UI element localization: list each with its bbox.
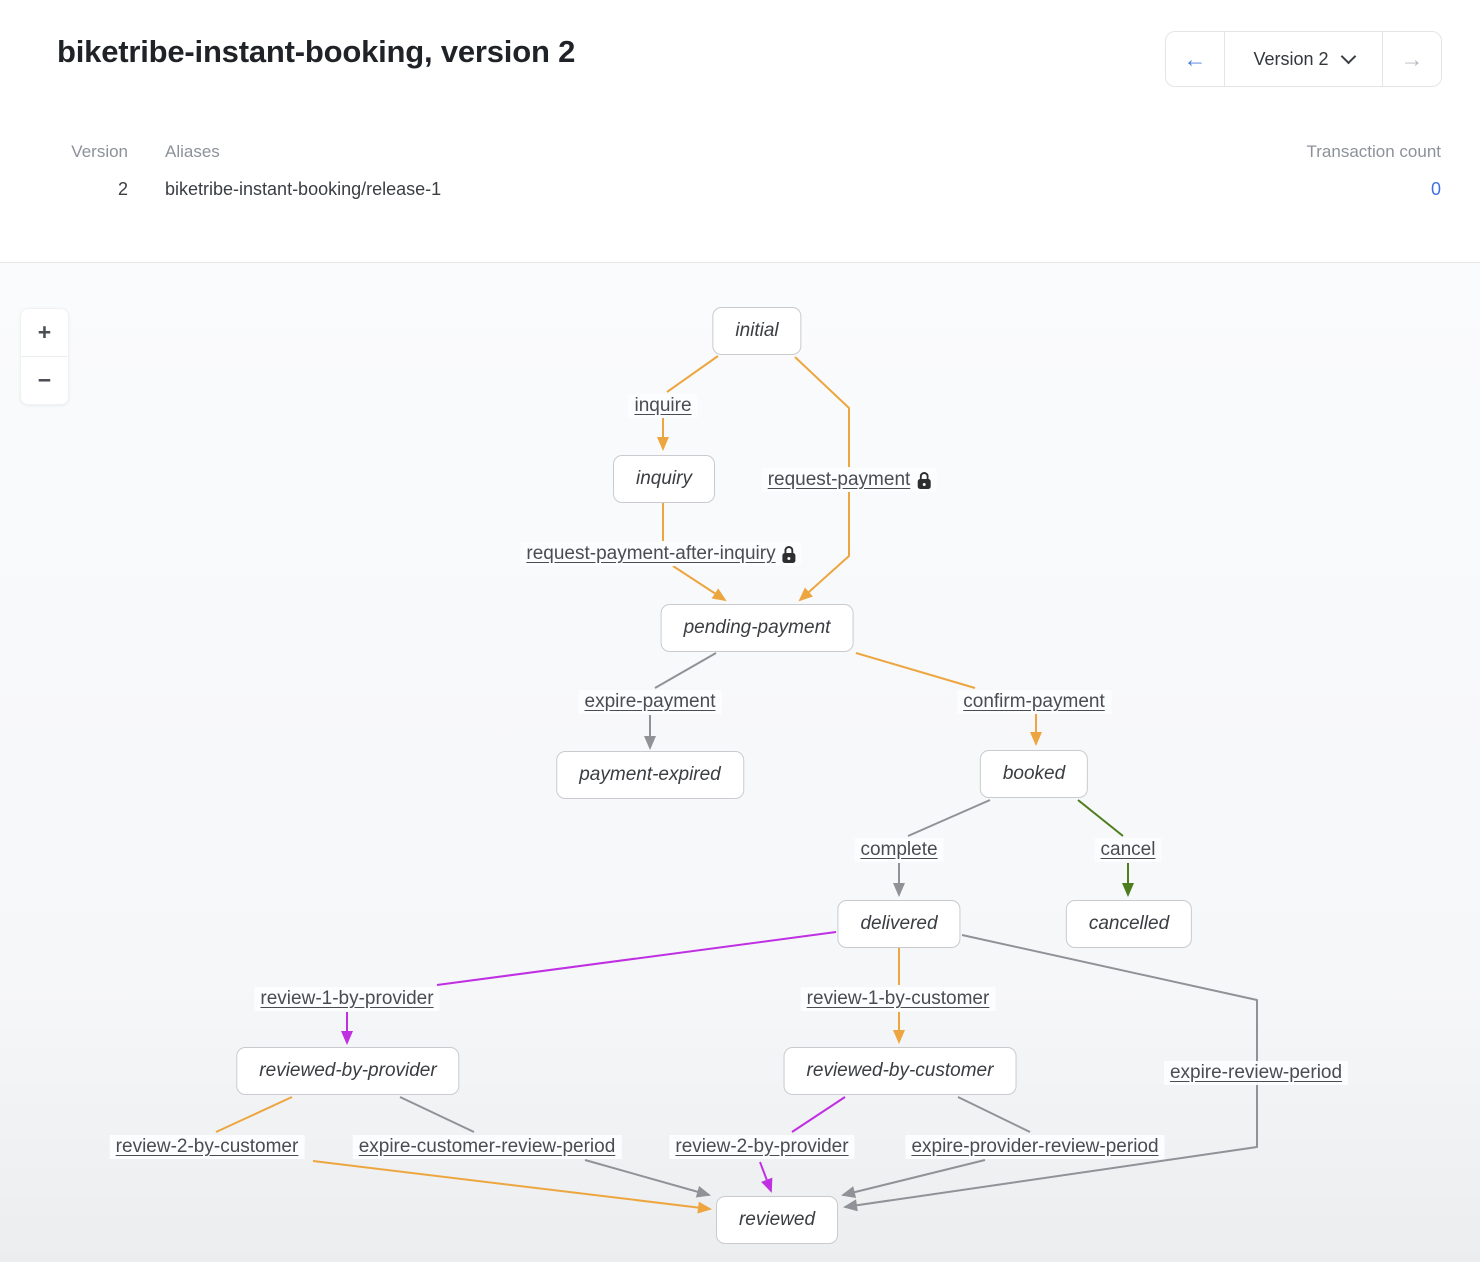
edge-initial-to-inquire [666,355,719,393]
edge-reviewed-by-provider-to-review-2-by-customer [215,1096,293,1133]
column-header-aliases: Aliases [165,142,220,161]
transition-review-1-by-provider[interactable]: review-1-by-provider [254,987,440,1011]
transition-cancel[interactable]: cancel [1094,838,1162,862]
state-reviewed-by-customer: reviewed-by-customer [783,1047,1017,1095]
edge-reviewed-by-provider-to-expire-customer-review-period [399,1096,475,1133]
version-dropdown-label: Version 2 [1253,48,1329,69]
state-inquiry: inquiry [613,455,715,503]
zoom-controls: + − [20,308,69,405]
state-reviewed-by-provider: reviewed-by-provider [236,1047,460,1095]
edge-booked-to-complete [907,799,991,837]
state-reviewed: reviewed [715,1196,839,1244]
state-booked: booked [979,750,1089,798]
edge-expire-provider-review-period-to-reviewed [841,1159,986,1198]
edge-booked-to-cancel [1077,799,1124,837]
transition-expire-payment[interactable]: expire-payment [578,690,722,714]
transaction-count-link[interactable]: 0 [1430,179,1441,199]
state-payment-expired: payment-expired [556,751,744,799]
zoom-out-button[interactable]: − [21,356,68,404]
transition-review-2-by-provider[interactable]: review-2-by-provider [669,1135,855,1159]
version-selector: ← Version 2 → [1165,31,1442,87]
transition-inquire[interactable]: inquire [628,394,698,418]
edge-expire-customer-review-period-to-reviewed [584,1159,711,1198]
lock-icon [917,471,931,489]
transition-review-1-by-customer[interactable]: review-1-by-customer [800,987,996,1011]
transition-expire-customer-review-period[interactable]: expire-customer-review-period [352,1135,622,1159]
state-delivered: delivered [837,900,961,948]
zoom-in-button[interactable]: + [21,309,68,356]
edge-initial-to-request-payment [794,356,850,467]
page-title: biketribe-instant-booking, version 2 [57,34,576,69]
state-initial: initial [712,307,802,355]
column-header-transaction-count: Transaction count [1306,142,1442,161]
back-arrow-icon: ← [1183,45,1207,72]
transition-complete[interactable]: complete [854,838,944,862]
edge-reviewed-by-customer-to-review-2-by-provider [791,1096,846,1133]
edge-review-2-by-provider-to-reviewed [759,1161,773,1193]
transition-confirm-payment[interactable]: confirm-payment [957,690,1111,714]
state-pending-payment: pending-payment [660,604,854,652]
edge-pending-payment-to-confirm-payment [855,652,976,689]
transition-request-payment-after-inquiry[interactable]: request-payment-after-inquiry [520,542,802,566]
previous-version-button[interactable]: ← [1166,32,1225,86]
edge-pending-payment-to-expire-payment [654,652,717,689]
edge-review-2-by-customer-to-reviewed [312,1160,712,1214]
state-cancelled: cancelled [1065,900,1193,948]
version-dropdown[interactable]: Version 2 [1225,32,1382,86]
transition-expire-provider-review-period[interactable]: expire-provider-review-period [905,1135,1165,1159]
edge-request-payment-after-inquiry-to-pending-payment [672,565,727,602]
chevron-down-icon [1340,48,1356,65]
plus-icon: + [37,319,52,345]
version-value: 2 [117,179,128,199]
transition-request-payment[interactable]: request-payment [761,468,937,492]
next-version-button[interactable]: → [1382,32,1441,86]
lock-icon [782,545,796,563]
alias-value: biketribe-instant-booking/release-1 [165,179,442,199]
edge-request-payment-to-pending-payment [798,492,850,602]
transition-review-2-by-customer[interactable]: review-2-by-customer [109,1135,305,1159]
column-header-version: Version [71,142,128,161]
transition-expire-review-period[interactable]: expire-review-period [1163,1061,1349,1085]
forward-arrow-icon: → [1400,45,1424,72]
edge-reviewed-by-customer-to-expire-provider-review-period [957,1096,1031,1133]
process-diagram: + − initial inquiry pending-payment paym… [0,262,1480,1262]
minus-icon: − [37,367,52,393]
edge-delivered-to-review-1-by-provider [436,931,837,986]
